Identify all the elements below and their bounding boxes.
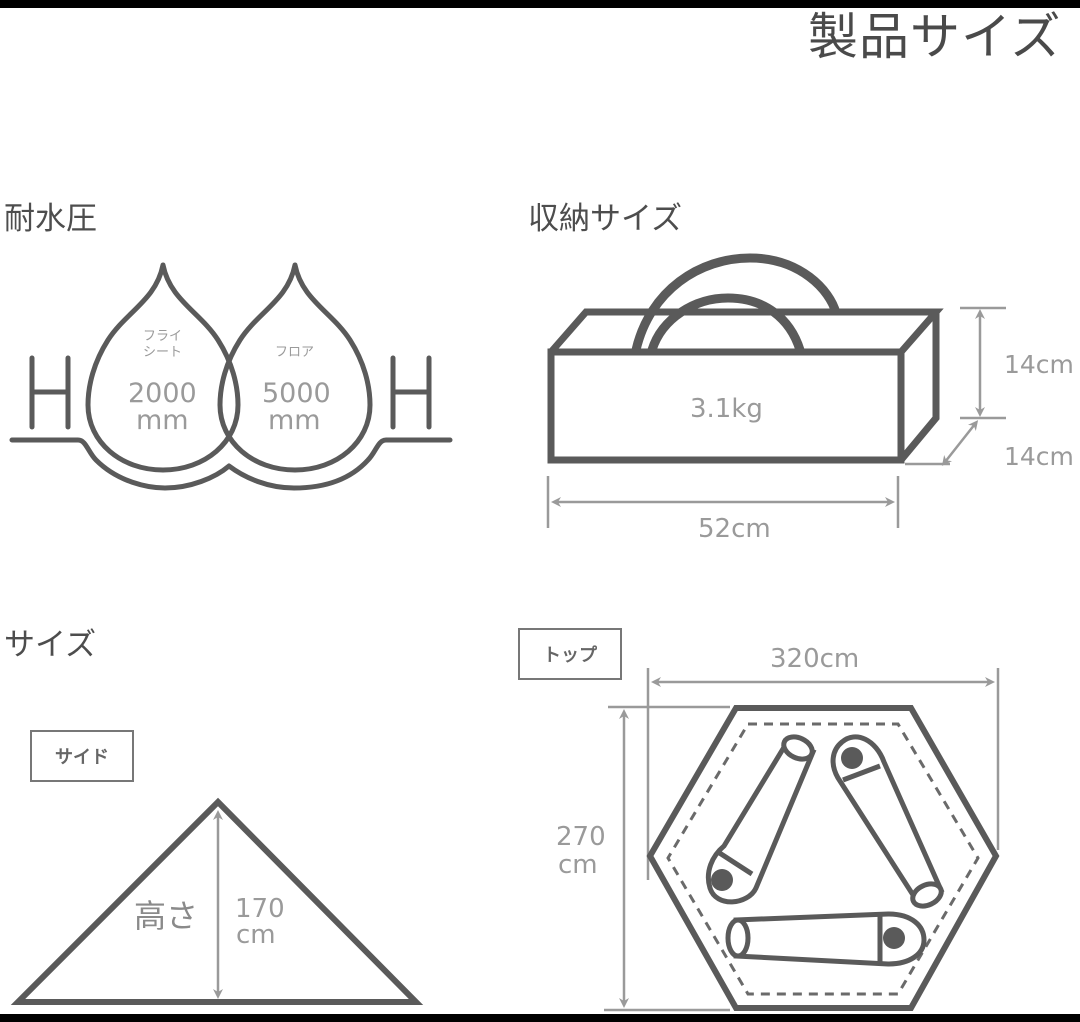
sleeping-bag-right-icon (830, 734, 945, 909)
top-border-band (0, 0, 1080, 8)
bag-width-label: 52cm (698, 514, 771, 544)
page-title: 製品サイズ (808, 8, 1062, 66)
bag-handle-inner-icon (647, 293, 805, 352)
drop-left-unit: mm (136, 405, 189, 436)
top-view-tag-label: トップ (543, 645, 597, 666)
drop-left-label-line2: シート (143, 345, 183, 360)
bag-handle-outer-icon (631, 253, 841, 352)
tent-floor-hexagon (646, 705, 1000, 1011)
drop-left-value: 2000 (128, 378, 197, 409)
bag-side-face (898, 312, 940, 463)
water-drop-left-icon (85, 262, 241, 473)
top-view-tag: トップ (518, 628, 622, 680)
side-height-label: 高さ (134, 897, 199, 935)
water-line-icon (9, 437, 453, 491)
side-view-tag: サイド (30, 730, 134, 782)
bag-weight-label: 3.1kg (690, 394, 763, 424)
side-height-unit: cm (236, 920, 276, 950)
storage-dimension-lines (546, 306, 1006, 528)
drop-right-value: 5000 (262, 378, 331, 409)
top-depth-unit: cm (558, 850, 598, 880)
water-drop-right-icon (217, 262, 373, 473)
storage-size-title: 収納サイズ (528, 201, 683, 237)
side-view-tag-label: サイド (55, 747, 109, 768)
top-depth-value: 270 (556, 822, 606, 852)
drop-right-unit: mm (268, 405, 321, 436)
h-mark-right-icon (390, 355, 432, 430)
water-resistance-title: 耐水圧 (4, 201, 97, 237)
bottom-border-band (0, 1014, 1080, 1022)
top-view-diagram (604, 668, 1000, 1012)
drop-right-label: フロア (275, 345, 315, 360)
bag-front-face (547, 348, 905, 464)
h-mark-left-icon (29, 355, 71, 430)
side-height-value: 170 (235, 894, 285, 924)
top-width-label: 320cm (770, 644, 860, 674)
storage-bag-diagram (547, 253, 944, 464)
bag-height-label: 14cm (1004, 350, 1074, 379)
water-resistance-diagram (9, 262, 453, 491)
size-title: サイズ (4, 627, 97, 663)
tent-inner-dashed-hexagon (666, 722, 980, 996)
tent-side-triangle (10, 797, 424, 1005)
sleeping-bag-left-icon (705, 734, 817, 905)
drop-left-label-line1: フライ (143, 329, 183, 344)
bag-depth-label: 14cm (1004, 442, 1074, 471)
side-view-diagram (10, 797, 424, 1005)
sleeping-bag-bottom-icon (725, 911, 927, 967)
bag-top-face (548, 308, 944, 355)
